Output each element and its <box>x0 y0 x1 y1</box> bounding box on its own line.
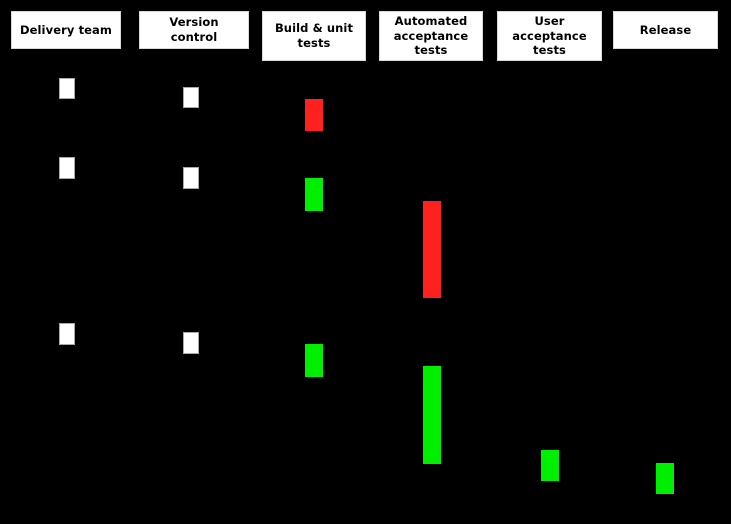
stage-header-build-and-unit-tests[interactable]: Build & unit tests <box>262 11 366 61</box>
activity-bar-version-commit-1[interactable] <box>183 87 199 108</box>
stage-header-delivery-team[interactable]: Delivery team <box>11 11 121 49</box>
stage-header-automated-acceptance-tests[interactable]: Automated acceptance tests <box>379 11 483 61</box>
activity-bar-commit-1[interactable] <box>59 78 75 99</box>
activity-bar-release-run-1[interactable] <box>656 463 674 494</box>
stage-header-label: Build & unit tests <box>274 21 354 50</box>
activity-bar-build-run-1[interactable] <box>305 99 323 131</box>
activity-bar-build-run-2[interactable] <box>305 178 323 211</box>
activity-bar-commit-3[interactable] <box>59 323 75 345</box>
stage-header-label: Automated acceptance tests <box>393 13 469 58</box>
activity-bar-version-commit-2[interactable] <box>183 167 199 189</box>
activity-bar-version-commit-3[interactable] <box>183 332 199 354</box>
stage-header-user-acceptance-tests[interactable]: User acceptance tests <box>497 11 602 61</box>
activity-bar-acceptance-run-1[interactable] <box>423 201 441 298</box>
activity-bar-acceptance-run-2[interactable] <box>423 366 441 464</box>
activity-bar-uat-run-1[interactable] <box>541 450 559 481</box>
stage-header-label: Release <box>639 22 692 37</box>
stage-header-label: User acceptance tests <box>512 13 587 58</box>
stage-header-label: Delivery team <box>19 22 113 37</box>
activity-bar-commit-2[interactable] <box>59 157 75 179</box>
stage-header-label: Version control <box>169 15 219 44</box>
stage-header-release[interactable]: Release <box>613 11 718 49</box>
stage-header-version-control[interactable]: Version control <box>139 11 249 49</box>
activity-bar-build-run-3[interactable] <box>305 344 323 377</box>
